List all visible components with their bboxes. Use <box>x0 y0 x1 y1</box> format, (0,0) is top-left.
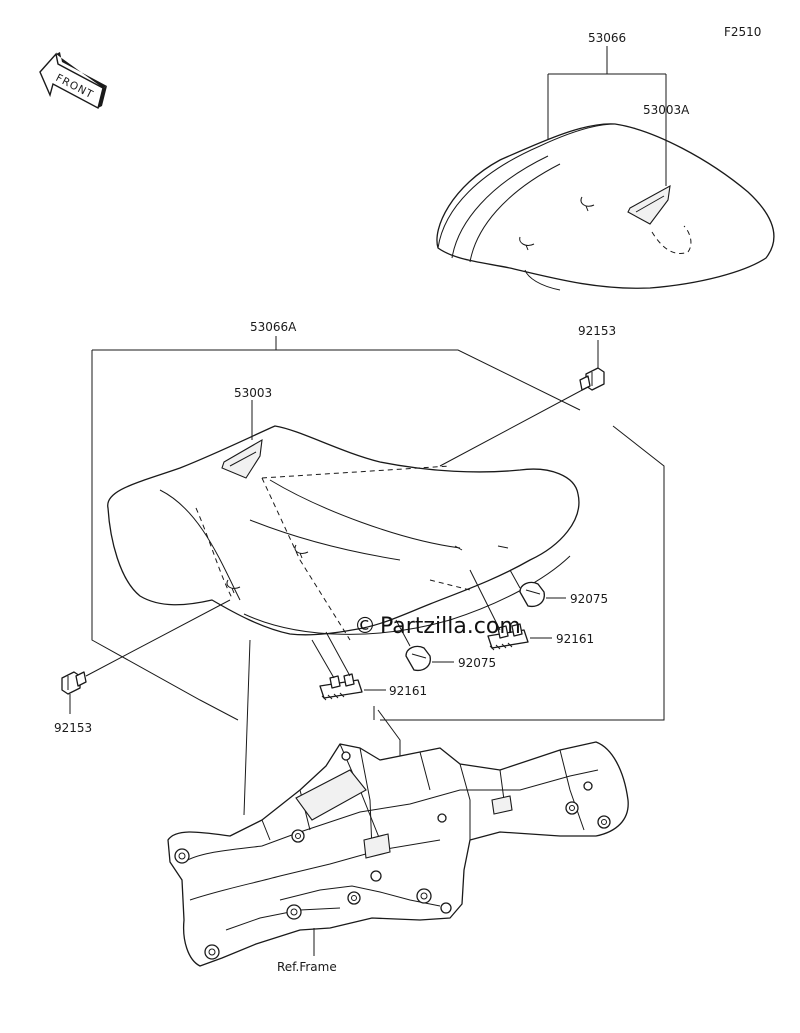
label-92075-center: 92075 <box>458 656 496 670</box>
watermark-text: Partzilla.com <box>380 614 521 639</box>
label-53066A: 53066A <box>250 320 297 334</box>
clip-92161-right <box>487 623 529 651</box>
damper-92075-center <box>405 645 431 672</box>
label-92161-center: 92161 <box>389 684 427 698</box>
label-92153-top: 92153 <box>578 324 616 338</box>
label-53003A: 53003A <box>643 103 690 117</box>
front-seat <box>107 425 580 641</box>
bolt-92153-top <box>579 367 605 391</box>
front-arrow-icon: FRONT <box>39 52 107 110</box>
label-53066: 53066 <box>588 31 626 45</box>
watermark-copyright: © <box>354 614 376 639</box>
label-92075-right: 92075 <box>570 592 608 606</box>
label-53003: 53003 <box>234 386 272 400</box>
bolt-92153-left <box>61 671 87 695</box>
watermark: © Partzilla.com <box>354 614 521 639</box>
label-92161-right: 92161 <box>556 632 594 646</box>
frame <box>167 741 629 967</box>
label-92153-left: 92153 <box>54 721 92 735</box>
damper-92075-right <box>519 581 545 608</box>
diagram-code: F2510 <box>724 25 761 39</box>
rear-seat <box>436 123 775 291</box>
label-ref-frame: Ref.Frame <box>277 960 337 974</box>
clip-92161-center <box>319 673 363 701</box>
